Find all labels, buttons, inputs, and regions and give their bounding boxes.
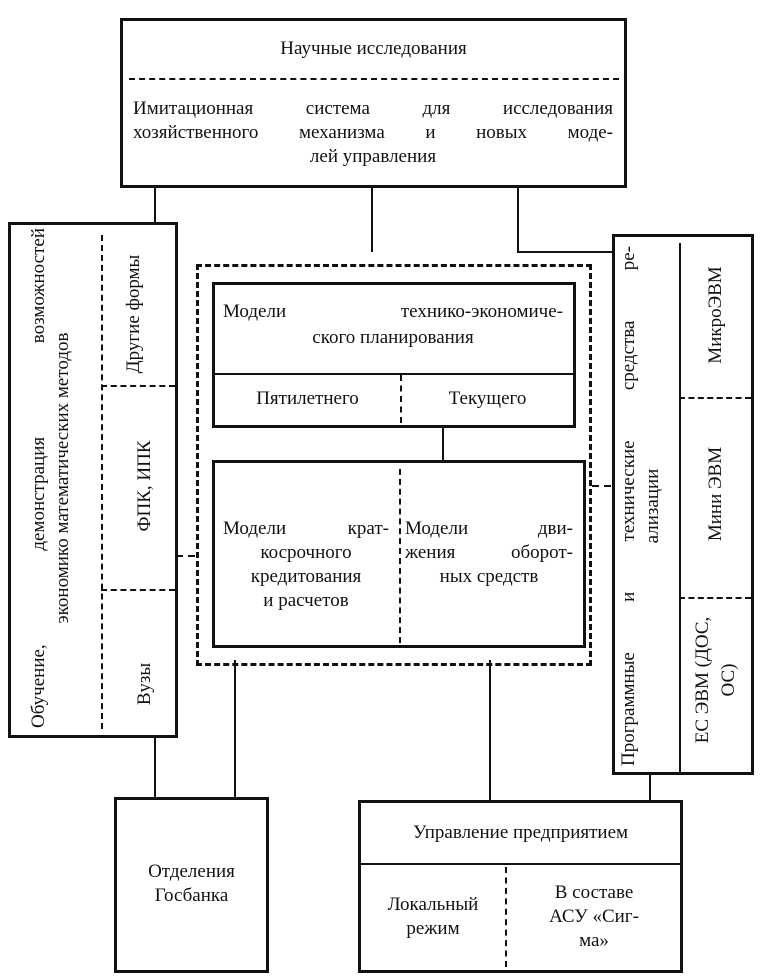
sigma-mode: В составе АСУ «Сиг- ма»	[509, 881, 679, 953]
es-computer-label: ЕС ЭВМ (ДОС, ОС)	[692, 616, 739, 744]
divider	[101, 589, 175, 591]
universities-label: Вузы	[134, 662, 155, 706]
divider	[101, 385, 175, 387]
implementation-label: Программные и технические средства ре- а…	[617, 246, 673, 766]
education-label: Обучение, демонстрация возможностей экон…	[27, 228, 87, 728]
credit-line-1: Модели крат-	[223, 518, 389, 539]
credit-line-3: кредитования	[250, 566, 362, 587]
education-line-2: экономико математических методов	[52, 332, 73, 624]
research-box: Научные исследования Имитационная систем…	[120, 18, 627, 188]
other-forms-label: Другие формы	[123, 254, 144, 374]
planning-line-1: Модели технико-экономиче-	[223, 301, 563, 322]
gosbank-box: Отделения Госбанка	[114, 797, 269, 973]
local-line-1: Локальный	[387, 894, 479, 915]
research-line-2: хозяйственного механизма и новых моде-	[133, 122, 613, 143]
enterprise-title: Управление предприятием	[412, 822, 629, 843]
sigma-line-3: ма»	[579, 930, 609, 951]
divider	[361, 863, 680, 865]
planning-box: Модели технико-экономиче- ского планиров…	[212, 282, 576, 428]
sigma-line-2: АСУ «Сиг-	[549, 906, 639, 927]
divider	[679, 397, 751, 399]
divider	[101, 235, 103, 729]
gosbank-line-1: Отделения	[148, 861, 235, 882]
current-label: Текущего	[448, 388, 527, 409]
divider	[679, 243, 681, 772]
implementation-box	[612, 234, 754, 775]
circulation-line-3: ных средств	[439, 566, 539, 587]
mini-computer-label: Мини ЭВМ	[705, 446, 726, 542]
divider	[679, 597, 751, 599]
planning-line-2: ского планирования	[312, 327, 474, 348]
divider	[400, 375, 402, 423]
credit-circulation-box: Модели крат- косрочного кредитования и р…	[212, 460, 586, 648]
implementation-line-2: ализации	[642, 468, 663, 544]
divider	[505, 867, 507, 967]
sigma-line-1: В составе	[554, 882, 634, 903]
research-line-1: Имитационная система для исследования	[133, 98, 613, 119]
circulation-line-1: Модели дви-	[405, 518, 573, 539]
planning-title: Модели технико-экономиче- ского планиров…	[223, 299, 563, 351]
education-line-1: Обучение, демонстрация возможностей	[28, 228, 49, 728]
circulation-models: Модели дви- жения оборот- ных средств	[405, 517, 573, 589]
credit-models: Модели крат- косрочного кредитования и р…	[223, 517, 389, 613]
micro-computer-label: МикроЭВМ	[705, 266, 726, 364]
local-line-2: режим	[406, 918, 460, 939]
implementation-line-1: Программные и технические средства ре-	[618, 246, 639, 766]
credit-line-2: косрочного	[260, 542, 352, 563]
local-mode: Локальный режим	[361, 893, 505, 941]
gosbank-label: Отделения Госбанка	[117, 860, 266, 908]
divider	[129, 78, 619, 80]
circulation-line-2: жения оборот-	[405, 542, 573, 563]
models-group	[196, 264, 592, 666]
education-box	[8, 222, 178, 738]
five-year-label: Пятилетнего	[256, 388, 359, 409]
divider	[399, 469, 401, 643]
research-line-3: лей управления	[309, 146, 437, 167]
gosbank-line-2: Госбанка	[154, 885, 229, 906]
credit-line-4: и расчетов	[263, 590, 349, 611]
enterprise-box: Управление предприятием Локальный режим …	[358, 800, 683, 973]
research-title: Научные исследования	[280, 38, 467, 59]
fpk-ipk-label: ФПК, ИПК	[134, 440, 155, 532]
divider	[215, 373, 573, 375]
research-description: Имитационная система для исследования хо…	[133, 97, 613, 169]
